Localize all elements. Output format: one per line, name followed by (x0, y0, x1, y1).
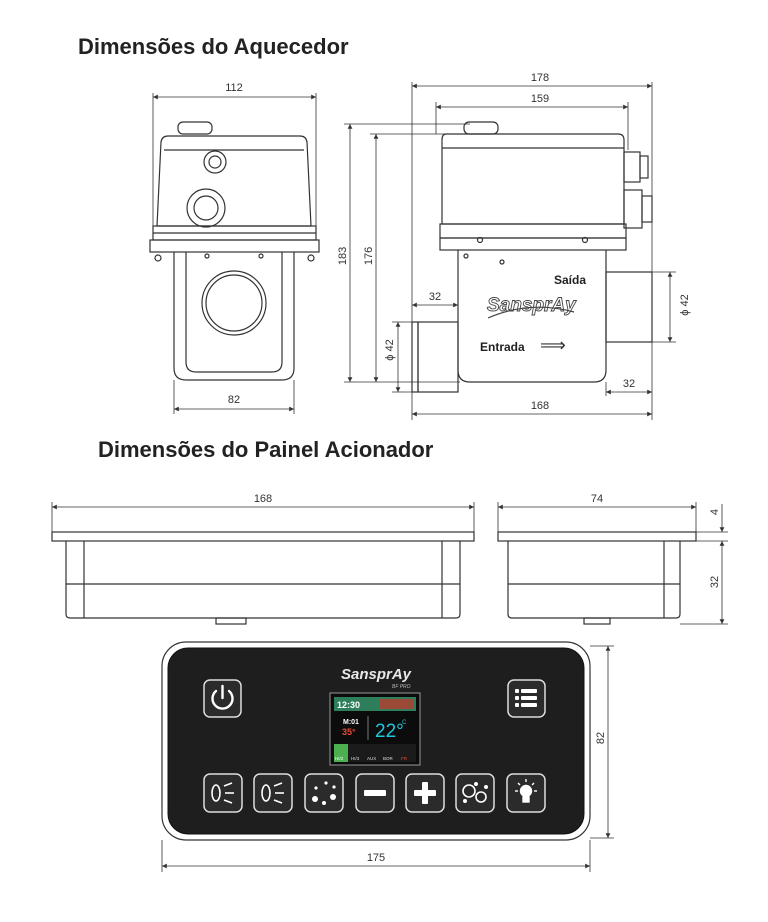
dim-outlet-diameter: ϕ 42 (679, 294, 691, 315)
dim-front-width-top: 112 (225, 82, 243, 94)
dim-height-body: 176 (363, 247, 375, 265)
minus-icon (364, 790, 386, 796)
decrease-button[interactable] (355, 773, 395, 813)
display-set-temp: 35° (342, 727, 356, 737)
display-mode-hi3: HI/3 (351, 756, 360, 761)
light-bulb-icon (515, 779, 537, 803)
menu-button[interactable] (507, 679, 546, 718)
outlet-label: Saída (554, 273, 586, 287)
aux-button[interactable] (455, 773, 495, 813)
dim-panel-depth: 32 (709, 576, 721, 588)
jet-1-button[interactable] (203, 773, 243, 813)
heater-front-view (149, 121, 320, 381)
dim-outlet-offset: 32 (623, 378, 635, 390)
display-temp: 22° (375, 721, 404, 742)
display-time: 12:30 (337, 700, 360, 710)
light-button[interactable] (506, 773, 546, 813)
dim-side-body: 159 (531, 93, 549, 105)
display-mode-aux: AUX (367, 756, 376, 761)
plus-icon (414, 782, 436, 804)
inlet-label: Entrada (480, 340, 525, 354)
heater-side-dims (344, 82, 676, 420)
power-icon (211, 684, 234, 710)
panel-face-dims (161, 645, 614, 872)
heater-side-view (411, 121, 653, 393)
menu-list-icon (515, 689, 537, 707)
dim-panel-face-width: 175 (367, 852, 385, 864)
panel-side-outline (497, 531, 697, 625)
panel-front-outline (51, 531, 475, 625)
aux-icon (462, 781, 488, 803)
heater-logo-swoosh (487, 306, 575, 319)
display-mode-hi2: HI/2 (335, 756, 344, 761)
panel-brand-logo: SansprAy (341, 666, 412, 683)
bubbles-icon (312, 781, 336, 805)
dim-height-total: 183 (337, 247, 349, 265)
jet-1-icon (211, 782, 234, 804)
panel-outline-dims (51, 502, 728, 625)
panel-section-title: Dimensões do Painel Acionador (98, 437, 434, 462)
dim-inlet-offset: 32 (429, 291, 441, 303)
panel-display (329, 692, 421, 766)
heater-section-title: Dimensões do Aquecedor (78, 34, 349, 59)
dim-panel-front-width: 168 (254, 493, 272, 505)
jet-2-icon (261, 782, 284, 804)
dim-front-width-bottom: 82 (228, 394, 240, 406)
jet-2-button[interactable] (253, 773, 293, 813)
dim-panel-side-width: 74 (591, 493, 603, 505)
dim-panel-lip: 4 (709, 509, 721, 515)
heater-front-dims (152, 93, 317, 414)
display-mode-fr: FR (401, 756, 408, 761)
display-mode: M:01 (343, 719, 359, 726)
bubbles-button[interactable] (304, 773, 344, 813)
dim-side-total: 178 (531, 72, 549, 84)
increase-button[interactable] (405, 773, 445, 813)
dim-base-length: 168 (531, 400, 549, 412)
display-temp-unit: C (402, 720, 407, 726)
flow-arrow-icon: ⟹ (540, 335, 566, 356)
power-button[interactable] (203, 679, 242, 718)
display-mode-bor: BOR (383, 756, 394, 761)
dim-panel-face-height: 82 (595, 732, 607, 744)
panel-brand-sub: BF PRO (392, 684, 411, 690)
dim-inlet-diameter: ϕ 42 (384, 339, 396, 360)
